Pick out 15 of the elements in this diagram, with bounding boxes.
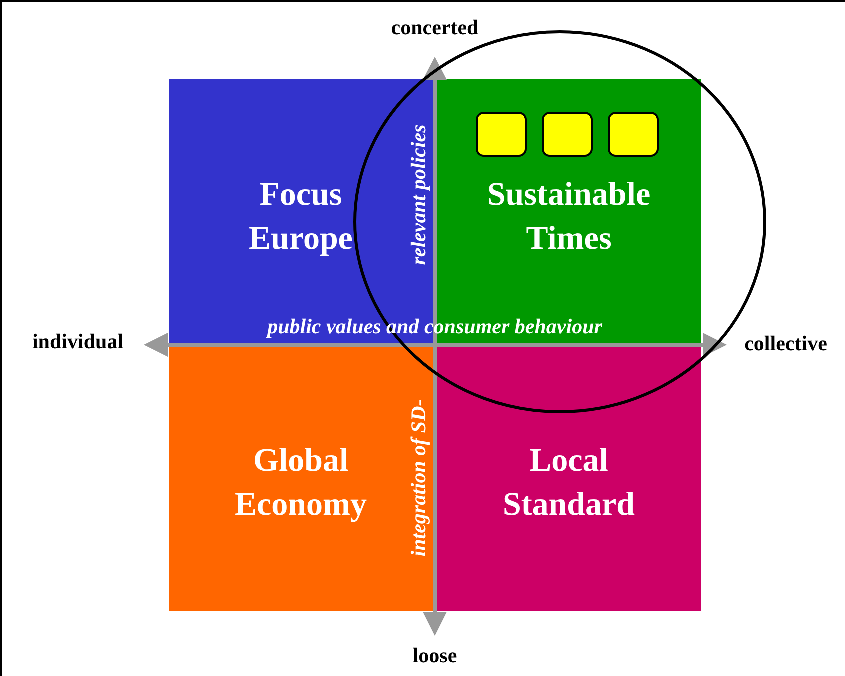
axis-label: individual xyxy=(32,332,124,352)
rounded-box xyxy=(608,112,659,157)
quadrant xyxy=(169,347,433,611)
quadrant-title: Local Standard xyxy=(502,442,636,525)
quadrant-title: Global Economy xyxy=(234,442,368,525)
axis-label: collective xyxy=(744,334,828,354)
rounded-box xyxy=(476,112,527,157)
rounded-box xyxy=(542,112,593,157)
quadrant-title: Focus Europe xyxy=(248,176,354,259)
quadrant xyxy=(437,347,701,611)
axis-label: relevant policies xyxy=(408,124,430,266)
axis-label: integration of SD- xyxy=(408,399,430,557)
axis-label: loose xyxy=(412,646,458,666)
axis-label: concerted xyxy=(391,18,479,38)
quadrant-title: Sustainable Times xyxy=(486,176,652,259)
